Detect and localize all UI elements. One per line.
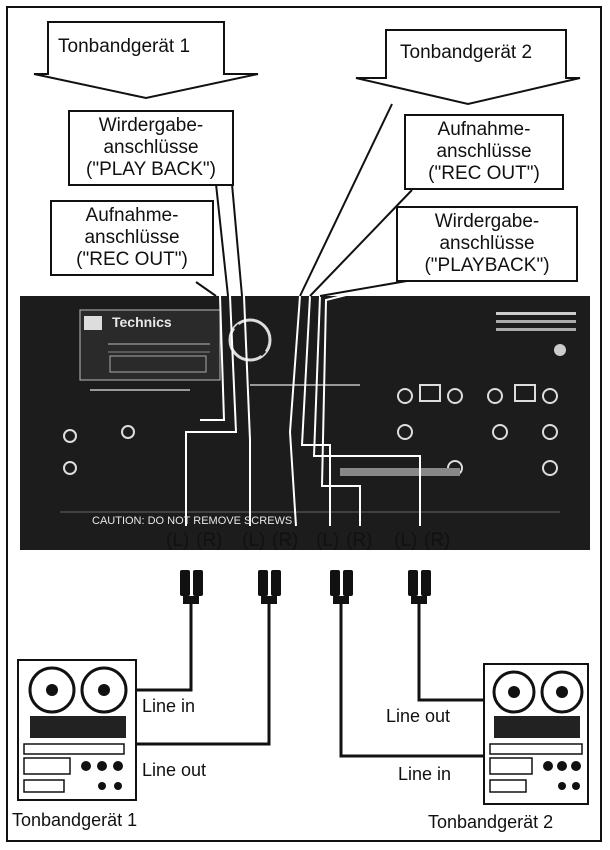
right-playback-callout: Wirdergabe- anschlüsse ("PLAYBACK") xyxy=(396,206,578,282)
rca-plugs-deck1-out xyxy=(258,570,281,604)
amplifier-rear-panel xyxy=(20,296,590,550)
tape-deck-2 xyxy=(484,664,588,804)
callout-line: Wirdergabe- xyxy=(74,115,228,137)
rca-plugs-deck2-out xyxy=(330,570,353,604)
deck1-top-label: Tonbandgerät 1 xyxy=(58,36,190,58)
deck2-line-out-label: Line out xyxy=(386,706,450,727)
callout-line: ("PLAY BACK") xyxy=(74,159,228,181)
callout-line: Aufnahme- xyxy=(56,205,208,227)
callout-line: anschlüsse xyxy=(410,141,558,163)
left-rec-out-callout: Aufnahme- anschlüsse ("REC OUT") xyxy=(50,200,214,276)
callout-line: anschlüsse xyxy=(402,233,572,255)
deck2-line-in-label: Line in xyxy=(398,764,451,785)
deck1-line-in-label: Line in xyxy=(142,696,195,717)
callout-line: anschlüsse xyxy=(56,227,208,249)
left-playback-callout: Wirdergabe- anschlüsse ("PLAY BACK") xyxy=(68,110,234,186)
channel-label-l: (L) xyxy=(316,530,339,552)
channel-label-l: (L) xyxy=(242,530,265,552)
callout-line: ("REC OUT") xyxy=(410,163,558,185)
tape-deck-1 xyxy=(18,660,136,800)
deck1-line-out-label: Line out xyxy=(142,760,206,781)
rca-plugs-deck2-in xyxy=(408,570,431,604)
channel-label-r: (R) xyxy=(346,530,372,552)
deck2-bottom-label: Tonbandgerät 2 xyxy=(428,812,553,833)
channel-label-r: (R) xyxy=(424,530,450,552)
callout-line: ("PLAYBACK") xyxy=(402,255,572,277)
channel-label-l: (L) xyxy=(394,530,417,552)
panel-caution-text: CAUTION: DO NOT REMOVE SCREWS xyxy=(92,515,292,527)
callout-line: ("REC OUT") xyxy=(56,249,208,271)
cables xyxy=(136,604,484,756)
callout-line: Aufnahme- xyxy=(410,119,558,141)
deck1-top-arrow xyxy=(34,22,258,98)
channel-label-r: (R) xyxy=(196,530,222,552)
channel-label-r: (R) xyxy=(272,530,298,552)
rca-plugs-deck1-in xyxy=(180,570,203,604)
deck2-top-label: Tonbandgerät 2 xyxy=(400,42,532,64)
deck1-bottom-label: Tonbandgerät 1 xyxy=(12,810,137,831)
channel-label-l: (L) xyxy=(166,530,189,552)
brand-logo-text: Technics xyxy=(112,314,172,330)
right-rec-out-callout: Aufnahme- anschlüsse ("REC OUT") xyxy=(404,114,564,190)
callout-line: Wirdergabe- xyxy=(402,211,572,233)
callout-line: anschlüsse xyxy=(74,137,228,159)
